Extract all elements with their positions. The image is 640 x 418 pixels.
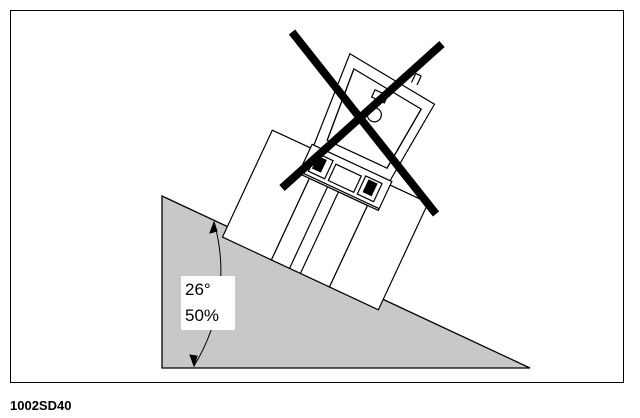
right-hydraulic [362,179,378,197]
angle-degrees-label: 26° [185,280,211,299]
left-hydraulic [311,155,327,173]
machine [221,52,436,311]
figure-code: 1002SD40 [10,398,72,413]
angle-percent-label: 50% [185,306,220,325]
angle-label-box [181,276,235,330]
cross-icon [279,29,445,217]
